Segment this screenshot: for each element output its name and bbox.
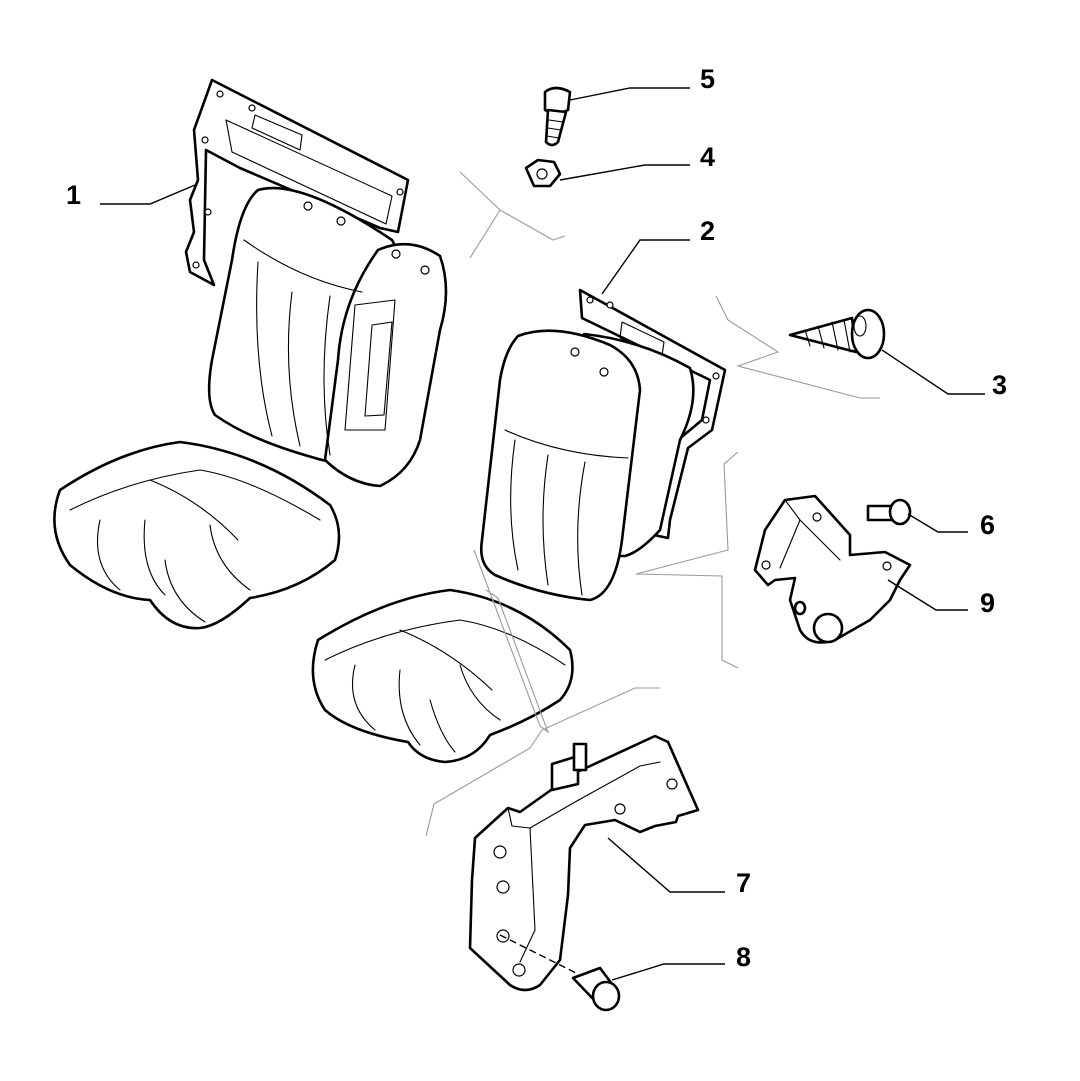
callout-3: 3 [992,370,1007,400]
callout-5: 5 [700,64,715,94]
part-3-screw [788,308,886,360]
part-5-bolt [543,86,572,147]
callout-4: 4 [700,142,715,172]
left-seat-cushion [53,440,341,630]
part-4-nut [524,158,562,188]
part-8-bushing [499,934,621,1012]
callout-9: 9 [980,588,995,618]
right-backrest-cushion [480,329,695,602]
left-backrest-cushion [207,186,448,488]
callout-7: 7 [736,868,751,898]
right-seat-cushion [311,588,574,764]
callout-8: 8 [736,942,751,972]
callout-leaders [100,87,985,981]
callout-2: 2 [700,216,715,246]
callout-1: 1 [66,180,81,210]
part-1-backrest-frame [184,78,410,287]
assembly-guide-lines [425,171,880,837]
part-9-hinge-bracket [753,494,912,644]
callout-6: 6 [980,510,995,540]
part-6-bolt [866,498,912,526]
part-7-seat-bracket [468,734,700,992]
callout-labels: 1 2 3 4 5 6 7 8 9 [66,64,1007,972]
